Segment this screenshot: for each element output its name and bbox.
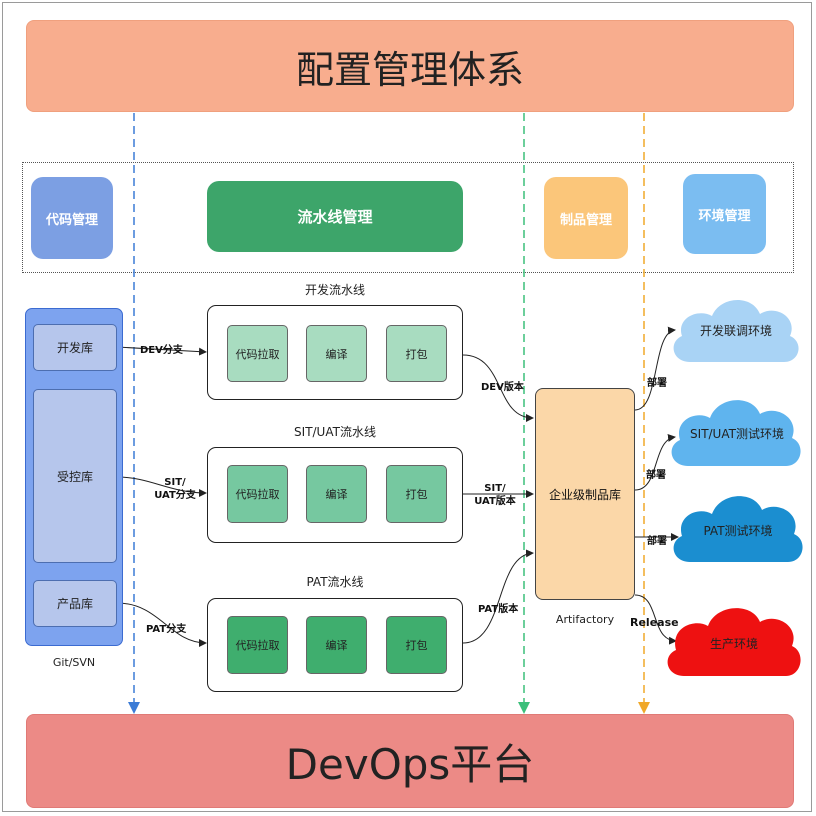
config-management-title: 配置管理体系 [26,20,794,112]
dev-repo: 开发库 [33,324,117,371]
repo-system-label: Git/SVN [52,655,96,669]
deploy-sit-arrow [634,433,676,491]
pat-branch-label: PAT分支 [146,624,187,635]
sit-branch-arrow [116,476,207,497]
deploy-dev-label: 部署 [647,378,667,389]
controlled-repo: 受控库 [33,389,117,563]
enterprise-artifact-repo: 企业级制品库 [535,388,635,600]
prod-env-name: 生产环境 [709,636,758,651]
pat-step-pull-code: 代码拉取 [227,616,288,674]
dev-step-package: 打包 [386,325,447,382]
product-repo: 产品库 [33,580,117,627]
sit-step-compile: 编译 [306,465,367,523]
release-label: Release [630,616,679,629]
sit-step-package: 打包 [386,465,447,523]
dev-step-compile: 编译 [306,325,367,382]
sit-version-label: SIT/ UAT版本 [474,483,516,507]
pat-step-package: 打包 [386,616,447,674]
sit-step-pull-code: 代码拉取 [227,465,288,523]
artifactory-caption: Artifactory [555,612,615,626]
pat-env-name: PAT测试环境 [703,523,773,538]
cloud-dev-env [673,299,799,362]
sit-pipeline-title: SIT/UAT流水线 [294,424,376,439]
dev-env-name: 开发联调环境 [699,323,772,338]
pat-branch-arrow [116,602,207,647]
dev-branch-arrow [116,346,207,356]
category-code-management: 代码管理 [31,177,113,259]
category-environment-management: 环境管理 [683,174,766,254]
deploy-dev-arrow [634,326,676,411]
category-pipeline-management: 流水线管理 [207,181,463,252]
deploy-sit-label: 部署 [646,470,666,481]
cloud-sit-env [671,400,801,466]
deploy-pat-label: 部署 [647,536,667,547]
pat-version-label: PAT版本 [478,604,519,615]
dev-branch-label: DEV分支 [140,345,183,356]
category-artifact-management: 制品管理 [544,177,628,259]
dev-pipeline-title: 开发流水线 [304,282,365,297]
pat-step-compile: 编译 [306,616,367,674]
release-prod-arrow [634,594,677,645]
sit-branch-label: SIT/ UAT分支 [154,477,196,501]
cloud-prod-env [667,608,801,676]
dev-version-arrow [462,354,534,422]
devops-platform: DevOps平台 [26,714,794,808]
dev-version-label: DEV版本 [481,382,524,393]
category-group [22,162,794,273]
dev-step-pull-code: 代码拉取 [227,325,288,382]
pat-version-arrow [462,549,534,644]
pat-pipeline-title: PAT流水线 [306,574,364,589]
sit-env-name: SIT/UAT测试环境 [690,426,784,441]
cloud-pat-env [673,496,803,562]
